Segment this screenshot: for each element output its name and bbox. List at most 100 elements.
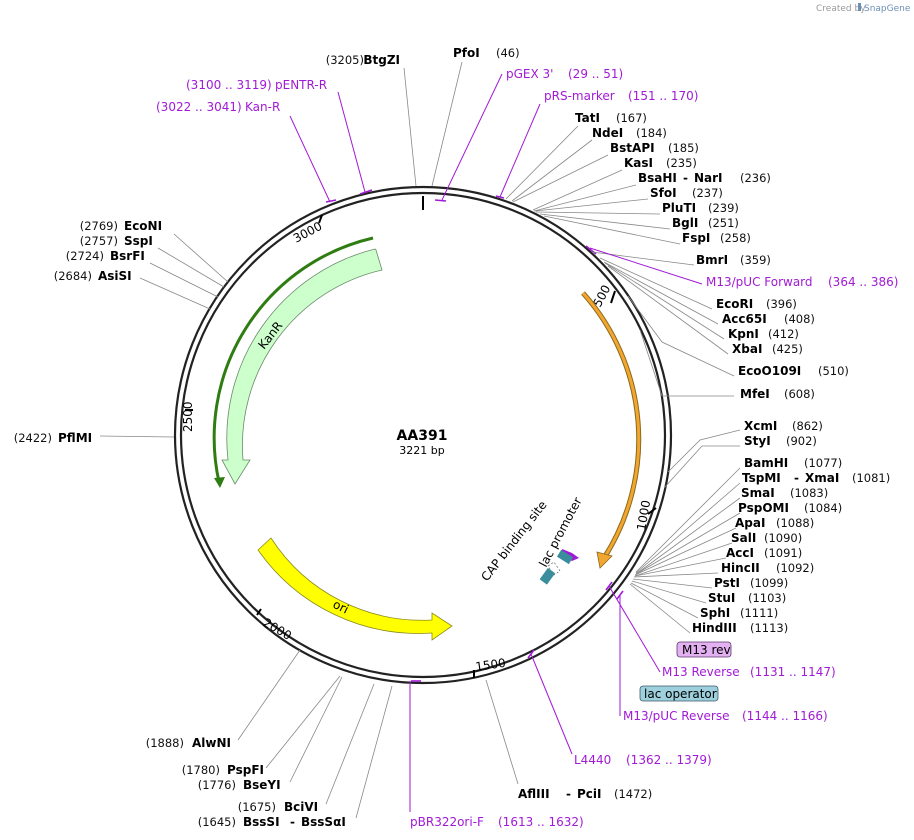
- enzyme-bseyi[interactable]: BseYI: [243, 778, 281, 792]
- enzyme-bsssi[interactable]: BssSI: [243, 815, 280, 829]
- lac-operator-box[interactable]: [639, 685, 719, 702]
- primer-pgex[interactable]: pGEX 3': [506, 67, 553, 81]
- enzyme-acc65i[interactable]: Acc65I: [722, 312, 767, 326]
- leader-pfoi: [431, 61, 463, 187]
- lac-operator-box-label: lac operator: [644, 687, 717, 701]
- enzyme-ecoo109i[interactable]: EcoO109I: [738, 364, 801, 378]
- snapgene-brand: SnapGene: [864, 4, 911, 14]
- enzyme-bsrfi[interactable]: BsrFI: [110, 249, 145, 263]
- enzyme-ecori[interactable]: EcoRI: [716, 297, 753, 311]
- enzyme-tspmi[interactable]: TspMI: [742, 471, 781, 485]
- enzyme-pos-sali: (1090): [764, 531, 802, 545]
- enzyme-pluti[interactable]: PluTI: [662, 201, 696, 215]
- enzyme-hincii[interactable]: HincII: [721, 561, 760, 575]
- primer-range-pbr322: (1613 .. 1632): [498, 815, 584, 829]
- enzyme-pos-xcmi: (862): [792, 419, 823, 433]
- enzyme-sspi[interactable]: SspI: [124, 234, 153, 248]
- leader-fspi: [543, 215, 681, 245]
- enzyme-pos-pluti: (239): [708, 201, 739, 215]
- enzyme-asisi[interactable]: AsiSI: [98, 269, 132, 283]
- enzyme-pspomi[interactable]: PspOMI: [738, 501, 789, 515]
- kanr-feature-arrow[interactable]: [221, 248, 383, 485]
- leader-sspi: [157, 247, 225, 288]
- enzyme-styi[interactable]: StyI: [744, 434, 771, 448]
- enzyme-sali[interactable]: SalI: [731, 531, 756, 545]
- enzyme-hyphen-bsahi: -: [683, 171, 688, 185]
- credit-text: Created by: [816, 4, 866, 14]
- enzyme-alwni[interactable]: AlwNI: [192, 736, 231, 750]
- enzyme-hindiii[interactable]: HindIII: [692, 621, 737, 635]
- primer-m13puc-reverse[interactable]: M13/pUC Reverse: [623, 709, 730, 723]
- ori-feature-arrow[interactable]: [257, 537, 453, 641]
- enzyme-psti[interactable]: PstI: [714, 576, 740, 590]
- enzyme-xcmi[interactable]: XcmI: [744, 419, 777, 433]
- primer-kanr[interactable]: Kan-R: [245, 100, 280, 114]
- enzyme-smai[interactable]: SmaI: [741, 486, 775, 500]
- m13-rev-box[interactable]: [676, 641, 732, 658]
- enzyme-bgli[interactable]: BglI: [672, 216, 698, 230]
- leader-psti: [632, 578, 713, 589]
- enzyme-pos-bgli: (251): [708, 216, 739, 230]
- enzyme-pflmi[interactable]: PflMI: [58, 431, 92, 445]
- enzyme-xmai[interactable]: XmaI: [805, 471, 839, 485]
- leader-sfoi: [534, 198, 649, 212]
- leader-kasi: [532, 169, 623, 211]
- orange-feature-arrowhead: [596, 551, 613, 569]
- enzyme-acci[interactable]: AccI: [726, 546, 754, 560]
- enzyme-apai[interactable]: ApaI: [735, 516, 765, 530]
- enzyme-pos-btgzi: (3205): [326, 53, 364, 67]
- enzyme-nari[interactable]: NarI: [694, 171, 723, 185]
- leader-bgli: [539, 213, 671, 230]
- primer-m13-forward[interactable]: M13/pUC Forward: [706, 275, 813, 289]
- lac-operator-marker[interactable]: [556, 549, 574, 565]
- leader-smai: [635, 497, 741, 575]
- enzyme-pos-asisi: (2684): [54, 269, 92, 283]
- enzyme-pos-sphi: (1111): [740, 606, 778, 620]
- leader-ecori: [599, 257, 713, 310]
- enzyme-tati[interactable]: TatI: [575, 111, 600, 125]
- enzyme-pfoi[interactable]: PfoI: [453, 46, 480, 60]
- enzyme-sfoi[interactable]: SfoI: [650, 186, 677, 200]
- enzyme-pcii[interactable]: PciI: [577, 787, 602, 801]
- enzyme-pspfi[interactable]: PspFI: [227, 763, 264, 777]
- enzyme-pos-styi: (902): [786, 434, 817, 448]
- primer-range-pentr: (3100 .. 3119): [186, 78, 272, 92]
- primer-pentr[interactable]: pENTR-R: [275, 78, 327, 92]
- plasmid-name: AA391: [397, 428, 448, 444]
- primer-m13-reverse[interactable]: M13 Reverse: [662, 665, 740, 679]
- enzyme-bsssai[interactable]: BssSαI: [301, 815, 346, 829]
- enzyme-ndei[interactable]: NdeI: [592, 126, 623, 140]
- enzyme-pos-bmri: (359): [740, 253, 771, 267]
- enzyme-fspi[interactable]: FspI: [682, 231, 710, 245]
- leader-styi: [663, 445, 740, 489]
- tick-label-1000: 1000: [634, 499, 653, 532]
- enzyme-btgzi[interactable]: BtgZI: [363, 53, 400, 67]
- primer-l4440[interactable]: L4440: [574, 753, 611, 767]
- enzyme-pos-apai: (1088): [776, 516, 814, 530]
- enzyme-stui[interactable]: StuI: [708, 591, 735, 605]
- enzyme-kpni[interactable]: KpnI: [728, 327, 759, 341]
- plead-l4440: [530, 653, 573, 755]
- enzyme-xbai[interactable]: XbaI: [732, 342, 762, 356]
- enzyme-kasi[interactable]: KasI: [624, 156, 653, 170]
- enzyme-bsahi[interactable]: BsaHI: [638, 171, 677, 185]
- enzyme-pos-bamhi: (1077): [804, 456, 842, 470]
- leader-lines: [99, 61, 741, 819]
- plead-pentr: [337, 91, 366, 193]
- enzyme-pos-pspomi: (1084): [804, 501, 842, 515]
- enzyme-bamhi[interactable]: BamHI: [744, 456, 788, 470]
- primer-range-m13-reverse: (1131 .. 1147): [750, 665, 836, 679]
- enzyme-bmri[interactable]: BmrI: [696, 253, 728, 267]
- cap-site-marker[interactable]: [539, 567, 556, 585]
- enzyme-bcivi[interactable]: BciVI: [284, 800, 318, 814]
- primer-prs[interactable]: pRS-marker: [544, 89, 615, 103]
- enzyme-pos-afliii: (1472): [614, 787, 652, 801]
- enzyme-mfei[interactable]: MfeI: [740, 387, 770, 401]
- enzyme-afliii[interactable]: AflIII: [518, 787, 550, 801]
- primer-pbr322[interactable]: pBR322ori-F: [410, 815, 484, 829]
- leader-stui: [631, 580, 707, 604]
- enzyme-bstapi[interactable]: BstAPI: [610, 141, 655, 155]
- enzyme-sphi[interactable]: SphI: [700, 606, 730, 620]
- enzyme-pos-ecoo109i: (510): [818, 364, 849, 378]
- enzyme-econi[interactable]: EcoNI: [124, 219, 162, 233]
